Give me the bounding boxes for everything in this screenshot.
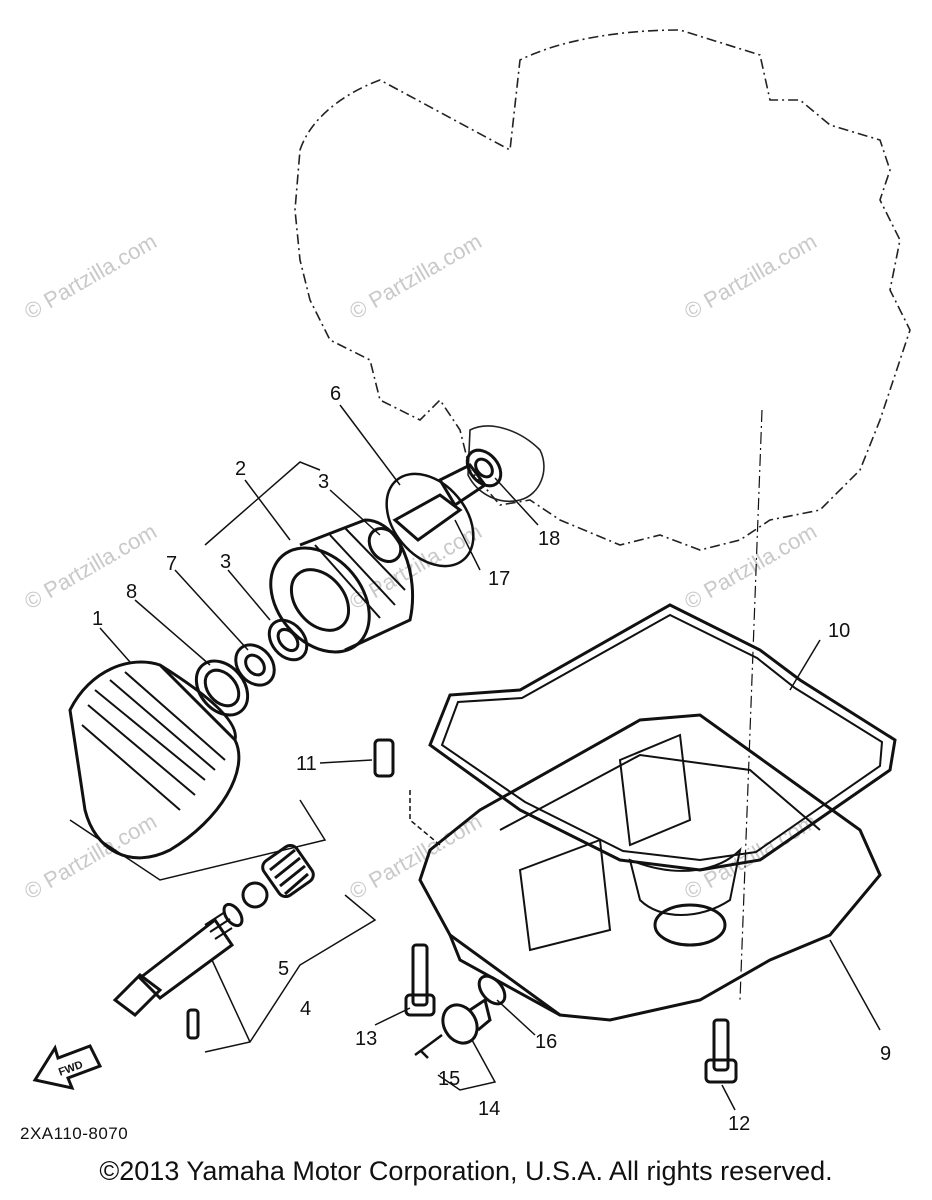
callout-17: 17: [488, 568, 510, 590]
copyright-notice: ©2013 Yamaha Motor Corporation, U.S.A. A…: [99, 1156, 833, 1186]
callout-7: 7: [166, 553, 177, 575]
leader-bracket: [69, 799, 327, 881]
oil-pan-9: [418, 713, 882, 1022]
callout-14: 14: [478, 1098, 500, 1120]
callout-8: 8: [126, 581, 137, 603]
callout-12: 12: [728, 1113, 750, 1135]
drain-plug-14: [441, 997, 492, 1045]
pin: [186, 1008, 200, 1040]
screw-15: [414, 1033, 443, 1059]
centerline: [739, 409, 763, 1001]
watermark: © Partzilla.com: [680, 809, 821, 905]
callout-4: 4: [300, 998, 311, 1020]
watermark: © Partzilla.com: [20, 229, 161, 325]
watermark: © Partzilla.com: [20, 519, 161, 615]
callout-10: 10: [828, 620, 850, 642]
gasket-10-inner: [440, 613, 884, 862]
washer-7: [234, 643, 276, 687]
callout-15: 15: [438, 1068, 460, 1090]
bolt-13: [404, 943, 436, 1017]
washer-18: [465, 448, 503, 488]
callout-13: 13: [355, 1028, 377, 1050]
leader-4: [211, 959, 251, 1043]
bolt-12: [704, 1018, 738, 1084]
callout-1: 1: [92, 608, 103, 630]
o-ring-8: [194, 659, 250, 717]
engine-filter-boss: [467, 425, 545, 502]
gasket-10: [428, 603, 897, 872]
leader-bracket-4: [204, 894, 377, 1053]
o-ring-4b: [222, 902, 244, 928]
washer-16: [477, 974, 507, 1006]
callout-3a: 3: [318, 471, 329, 493]
callout-18: 18: [538, 528, 560, 550]
callout-11: 11: [296, 753, 317, 775]
dowel-11: [373, 738, 395, 778]
callout-5: 5: [278, 958, 289, 980]
callout-9: 9: [880, 1043, 891, 1065]
leader-11: [409, 790, 441, 846]
callout-3b: 3: [220, 551, 231, 573]
spring-4: [261, 843, 315, 899]
drawing-code: 2XA110-8070: [20, 1124, 129, 1143]
callout-16: 16: [535, 1031, 557, 1053]
watermark: © Partzilla.com: [345, 229, 486, 325]
watermark: © Partzilla.com: [680, 229, 821, 325]
ball-5: [241, 881, 269, 909]
fwd-arrow-icon: FWD: [32, 1044, 103, 1091]
callout-6: 6: [330, 383, 341, 405]
callout-layer: 1 2 3 3 4 5 6 7 8 9 10 11 12 13 14 15 16…: [92, 383, 891, 1135]
oil-filter: [68, 660, 241, 860]
leader-lines: [99, 404, 881, 1111]
filter-cover-2: [269, 518, 415, 654]
callout-2: 2: [235, 458, 246, 480]
watermark-layer: © Partzilla.com © Partzilla.com © Partzi…: [20, 229, 821, 905]
relief-bolt: [112, 911, 235, 1017]
